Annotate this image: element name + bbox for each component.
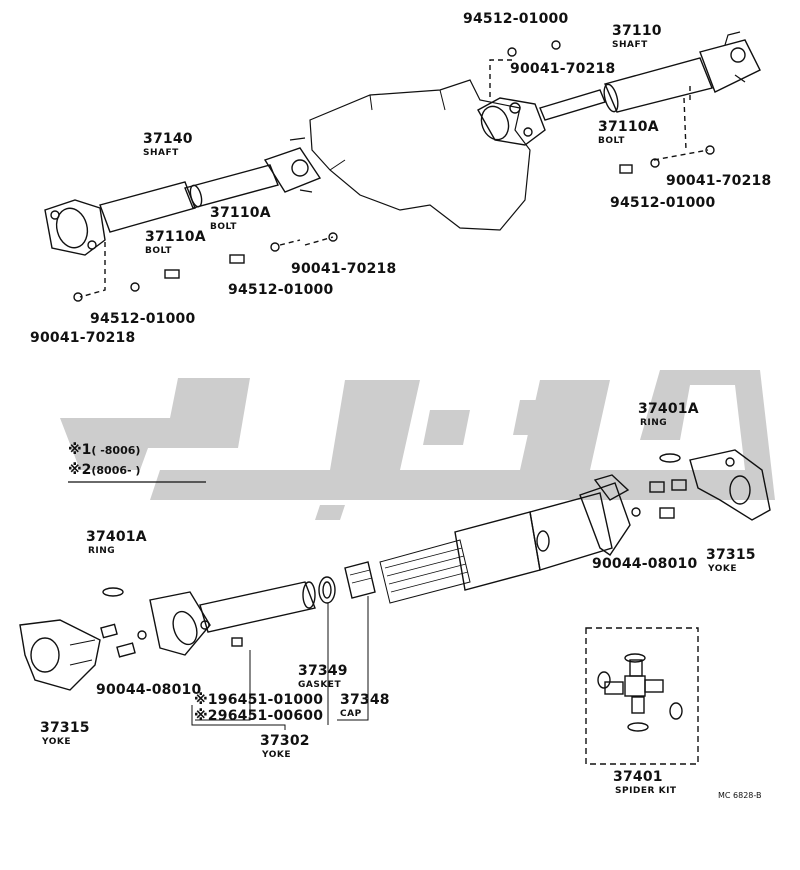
legend-range-2: (8006- ) (91, 464, 141, 477)
label-37401a-right-name: RING (640, 418, 668, 428)
label-37110a-right-num: 37110A (598, 119, 659, 135)
label-90041-right: 90041-70218 (666, 173, 772, 189)
label-37349-name: GASKET (298, 680, 342, 690)
label-37348-num: 37348 (340, 692, 390, 708)
label-37401-num: 37401 (613, 769, 663, 785)
label-90044-right: 90044-08010 (592, 556, 698, 572)
label-37110a-left-num: 37110A (145, 229, 206, 245)
label-37302-num: 37302 (260, 733, 310, 749)
legend-line-1: ※1( -8006) (68, 443, 140, 458)
label-94512-left: 94512-01000 (90, 311, 196, 327)
label-37315-left-name: YOKE (42, 737, 71, 747)
label-37349-num: 37349 (298, 663, 348, 679)
label-37110-num: 37110 (612, 23, 662, 39)
label-37110a-right-name: BOLT (598, 136, 625, 146)
label-94512-top: 94512-01000 (463, 11, 569, 27)
label-94512-mid: 94512-01000 (228, 282, 334, 298)
legend-mark-1: ※1 (68, 442, 92, 458)
label-37110-name: SHAFT (612, 40, 648, 50)
label-37110a-mid-num: 37110A (210, 205, 271, 221)
label-90041-top: 90041-70218 (510, 61, 616, 77)
label-37348-name: CAP (340, 709, 362, 719)
label-37140-name: SHAFT (143, 148, 179, 158)
legend-line-2: ※2(8006- ) (68, 463, 140, 478)
label-94512-right: 94512-01000 (610, 195, 716, 211)
legend-mark-2: ※2 (68, 462, 92, 478)
legend-range-1: ( -8006) (91, 444, 141, 457)
label-37401a-right-num: 37401A (638, 401, 699, 417)
label-96451-b: ※296451-00600 (194, 708, 324, 724)
label-37315-right-name: YOKE (708, 564, 737, 574)
label-96451-a: ※196451-01000 (194, 692, 324, 708)
figure-code: MC 6828-B (718, 791, 762, 800)
label-37302-name: YOKE (262, 750, 291, 760)
label-37401a-left-name: RING (88, 546, 116, 556)
label-90041-mid: 90041-70218 (291, 261, 397, 277)
label-37315-right-num: 37315 (706, 547, 756, 563)
label-37140-num: 37140 (143, 131, 193, 147)
label-37110a-mid-name: BOLT (210, 222, 237, 232)
label-90044-left: 90044-08010 (96, 682, 202, 698)
label-37401a-left-num: 37401A (86, 529, 147, 545)
label-37315-left-num: 37315 (40, 720, 90, 736)
label-37110a-left-name: BOLT (145, 246, 172, 256)
watermark-logo (60, 370, 775, 520)
label-90041-left: 90041-70218 (30, 330, 136, 346)
label-37401-name: SPIDER KIT (615, 786, 677, 796)
